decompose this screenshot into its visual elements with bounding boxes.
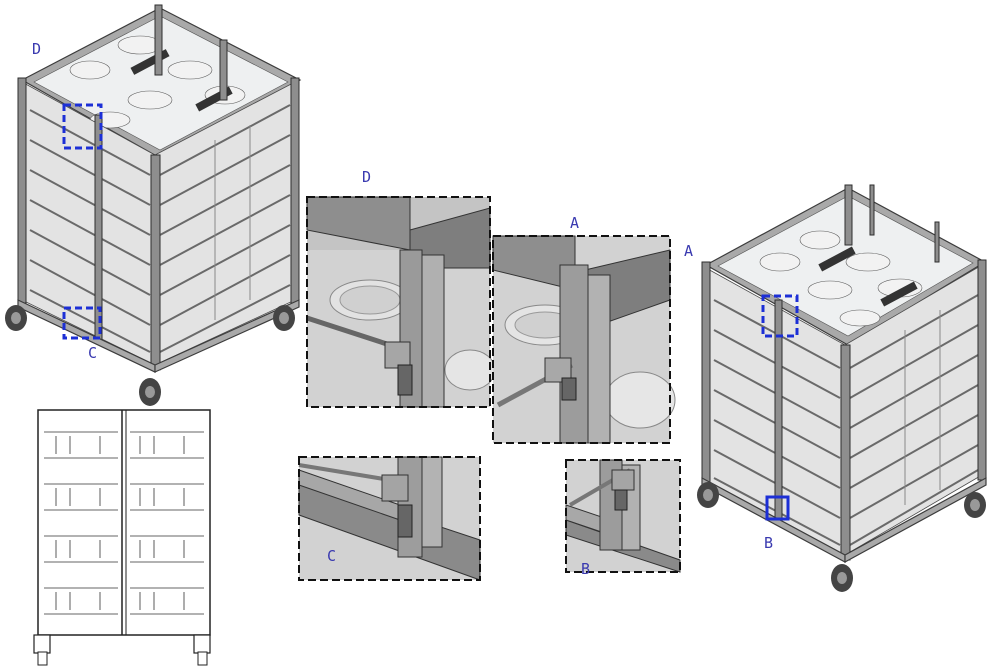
callout-box-d-left [62,103,103,150]
cart-isometric-right [697,184,987,592]
bin-tops-right [759,230,923,327]
drawers-left-face [29,104,291,353]
callout-label-c: C [88,344,98,362]
detail-title-d: D [362,168,372,186]
callout-box-b-right [765,495,790,521]
bin-tops-left [69,35,246,129]
detail-title-c: C [327,547,337,565]
callout-box-c-left [62,306,102,340]
detail-title-b: B [581,560,591,578]
cart-front-view [33,409,211,666]
front-drawer-rows [44,431,204,615]
detail-view-c [298,456,481,581]
detail-view-b [565,459,681,573]
detail-view-d [306,196,496,408]
detail-title-a: A [570,214,580,232]
callout-label-d: D [32,40,42,58]
callout-box-a-right [761,294,799,338]
detail-view-a [492,235,676,444]
callout-label-b: B [764,534,774,552]
cart-isometric-left [5,4,302,406]
wheels-left [5,305,295,406]
callout-label-a: A [684,242,694,260]
wheels-right [697,482,986,592]
